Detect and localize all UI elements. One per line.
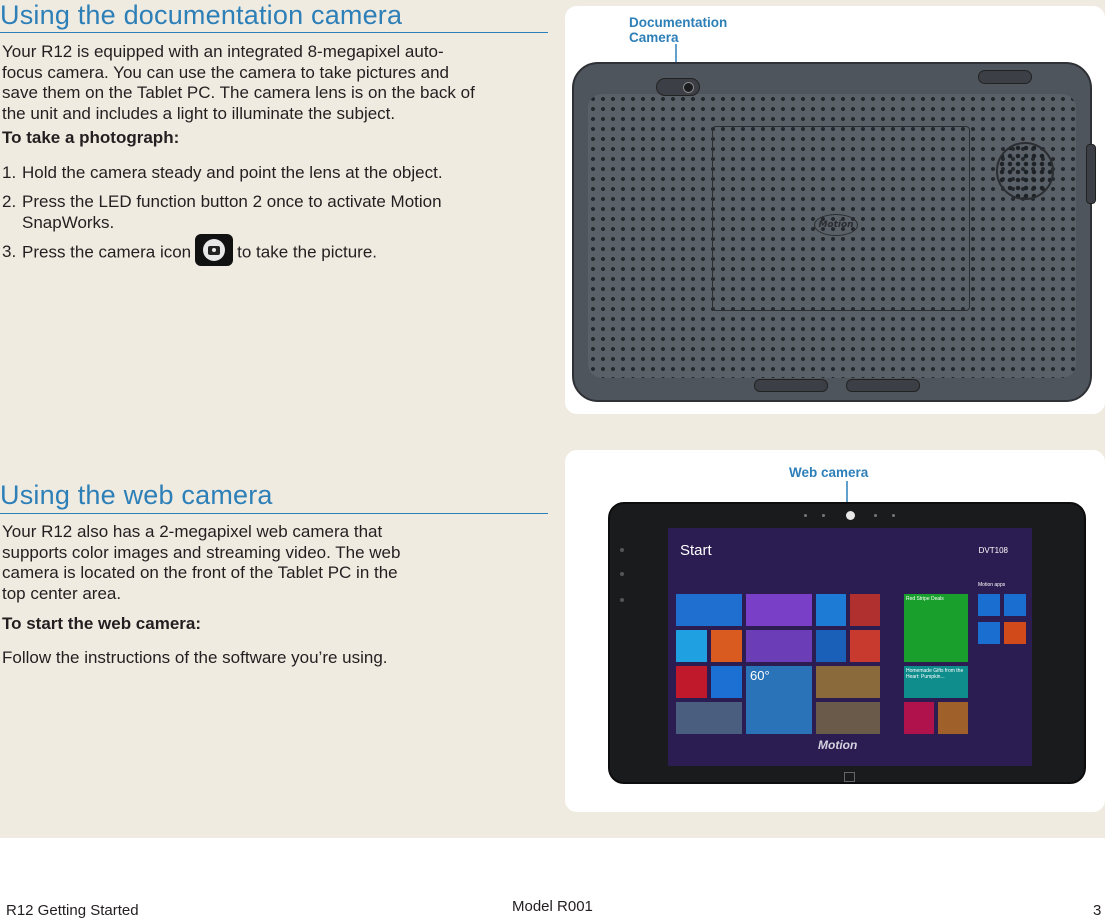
weather-tile: 60° — [746, 666, 812, 734]
top-right-button — [978, 70, 1032, 84]
motion-apps-label: Motion apps — [978, 582, 1006, 588]
calendar-tile — [746, 594, 812, 626]
documentation-camera-callout: Documentation Camera — [629, 15, 727, 45]
speaker-grille — [996, 142, 1054, 200]
sensor-dot — [822, 514, 825, 517]
step-number: 2. — [2, 192, 17, 211]
step-2: 2. Press the LED function button 2 once t… — [2, 192, 442, 233]
body-line: top center area. — [2, 583, 122, 603]
section-rule — [0, 513, 548, 514]
step-number: 3. — [2, 242, 17, 262]
photo-app-tile — [904, 702, 934, 734]
office-tile — [1004, 622, 1026, 644]
indicator-light — [620, 572, 624, 576]
callout-line: Documentation — [629, 15, 728, 30]
skype-tile — [676, 630, 707, 662]
camera-icon — [195, 234, 234, 266]
tablet-back-logo: Motion — [814, 214, 858, 236]
motion-app-tile — [978, 594, 1000, 616]
battery-plate — [712, 126, 970, 311]
body-line: Your R12 also has a 2-megapixel web came… — [2, 522, 383, 541]
game-tile — [938, 702, 968, 734]
section-rule — [0, 32, 548, 33]
footer-document-title: R12 Getting Started — [6, 902, 139, 919]
mail-tile — [676, 594, 742, 626]
outlook-tile — [978, 622, 1000, 644]
start-screen: Start DVT108 Motion apps 60° Red Stripe … — [668, 528, 1032, 766]
web-camera-callout: Web camera — [789, 465, 869, 480]
web-camera-instruction: Follow the instructions of the software … — [2, 648, 388, 667]
onedrive-tile — [711, 666, 742, 698]
settings-tile — [1004, 594, 1026, 616]
footer-model: Model R001 — [512, 898, 593, 915]
step-text: Hold the camera steady and point the len… — [22, 163, 443, 182]
section-title-web-camera: Using the web camera — [0, 480, 273, 510]
start-label: Start — [680, 542, 712, 559]
ie-tile — [816, 630, 846, 662]
sensor-dot — [804, 514, 807, 517]
documentation-camera-lens — [656, 78, 700, 96]
bottom-button — [754, 379, 828, 392]
step-3: 3.Press the camera icon to take the pictu… — [2, 234, 378, 266]
indicator-light — [620, 548, 624, 552]
news-tile — [816, 666, 880, 698]
user-label: DVT108 — [978, 546, 1008, 555]
section-title-documentation-camera: Using the documentation camera — [0, 0, 403, 30]
video-tile — [850, 594, 880, 626]
callout-line: Camera — [629, 30, 679, 45]
indicator-light — [620, 598, 624, 602]
tablet-back-illustration: Motion — [572, 62, 1096, 402]
documentation-camera-description: Your R12 is equipped with an integrated … — [2, 42, 475, 124]
sports-tile — [816, 702, 880, 734]
body-line: supports color images and streaming vide… — [2, 542, 401, 562]
body-line: camera is located on the front of the Ta… — [2, 563, 398, 582]
help-tile — [850, 630, 880, 662]
windows-button-icon — [844, 772, 855, 782]
body-line: the unit and includes a light to illumin… — [2, 103, 396, 123]
photos-tile — [816, 594, 846, 626]
sensor-dot — [874, 514, 877, 517]
food-tile: Homemade Gifts from the Heart: Pumpkin..… — [904, 666, 968, 698]
step-text: Press the LED function button 2 once to … — [22, 192, 442, 211]
finance-tile — [746, 630, 812, 662]
reading-list-tile — [676, 666, 707, 698]
store-tile: Red Stripe Deals — [904, 594, 968, 662]
body-line: Your R12 is equipped with an integrated … — [2, 42, 444, 61]
subheading-start-web-camera: To start the web camera: — [2, 614, 202, 633]
step-text-continued: SnapWorks. — [22, 212, 115, 232]
step-text: to take the picture. — [237, 242, 378, 262]
subheading-take-photograph: To take a photograph: — [2, 128, 180, 147]
page-number: 3 — [1093, 902, 1102, 919]
tablet-front-illustration: Start DVT108 Motion apps 60° Red Stripe … — [608, 502, 1086, 784]
body-line: save them on the Tablet PC. The camera l… — [2, 83, 475, 102]
sensor-dot — [892, 514, 895, 517]
web-camera-description: Your R12 also has a 2-megapixel web came… — [2, 522, 400, 604]
step-text: Press the camera icon — [22, 242, 192, 262]
step-number: 1. — [2, 163, 17, 182]
body-line: focus camera. You can use the camera to … — [2, 62, 449, 82]
people-tile — [711, 630, 742, 662]
tablet-back-texture — [588, 94, 1076, 378]
web-camera-lens — [846, 511, 855, 520]
bottom-button — [846, 379, 920, 392]
step-1: 1. Hold the camera steady and point the l… — [2, 163, 443, 184]
desktop-tile — [676, 702, 742, 734]
screen-brand-logo: Motion — [818, 738, 858, 752]
side-grip — [1086, 144, 1096, 204]
